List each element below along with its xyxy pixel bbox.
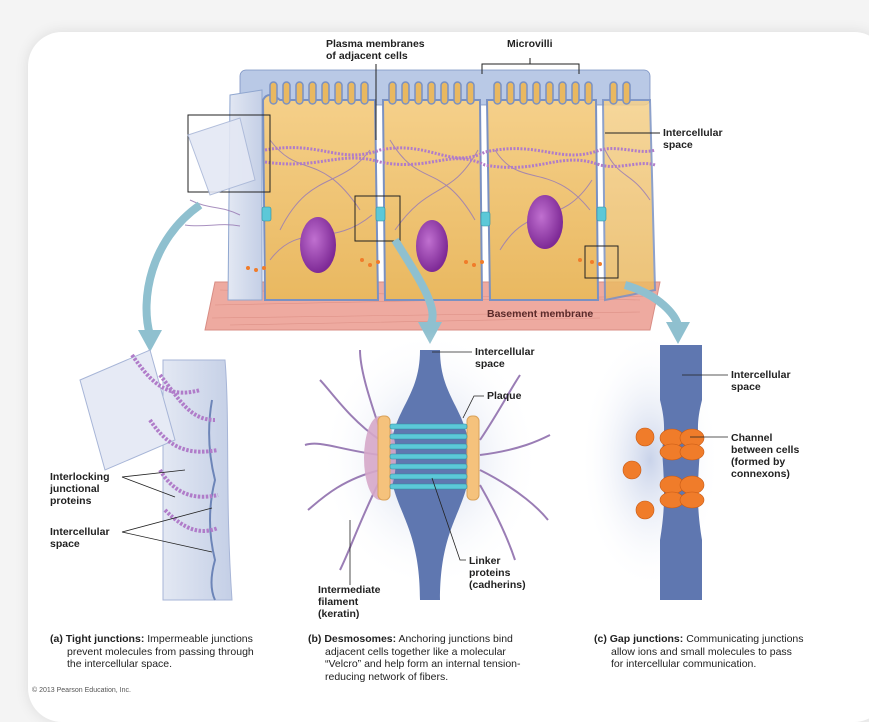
plaque-left [377, 415, 391, 501]
caption-c-line: for intercellular communication. [611, 658, 757, 670]
copyright: © 2013 Pearson Education, Inc. [32, 687, 131, 694]
label-channel: Channel between cells (formed by connexo… [731, 432, 800, 480]
label-microvilli: Microvilli [507, 38, 553, 50]
caption-b-line: Anchoring junctions bind [398, 633, 513, 645]
caption-a-letter: (a) [50, 633, 63, 645]
caption-c: (c) Gap junctions: Communicating junctio… [594, 633, 864, 671]
caption-c-line: allow ions and small molecules to pass [611, 645, 792, 658]
desmosome-detail [304, 330, 551, 600]
caption-c-letter: (c) [594, 633, 607, 645]
caption-b: (b) Desmosomes: Anchoring junctions bind… [308, 633, 568, 683]
top-leader-lines [375, 58, 660, 140]
desmosome-box [354, 195, 401, 242]
arrow-head-c [666, 322, 690, 344]
caption-a-line: Impermeable junctions [147, 633, 253, 645]
caption-a: (a) Tight junctions: Impermeable junctio… [50, 633, 300, 671]
caption-a-line: prevent molecules from passing through [67, 645, 254, 658]
tight-junction-detail [79, 349, 233, 601]
panel-c-leader-lines [682, 374, 728, 438]
caption-c-title: Gap junctions: [609, 633, 684, 645]
caption-b-title: Desmosomes: [324, 633, 397, 645]
label-intercellular-space-a: Intercellular space [50, 526, 110, 550]
panel-b-leader-lines [349, 351, 484, 585]
caption-b-letter: (b) [308, 633, 322, 645]
nucleus [527, 195, 563, 249]
label-plasma-membranes: Plasma membranes of adjacent cells [326, 38, 425, 62]
caption-a-title: Tight junctions: [65, 633, 145, 645]
cell-junctions-illustration [79, 58, 728, 601]
panel-a-leader-lines [121, 469, 213, 553]
nucleus [300, 217, 336, 273]
nucleus [416, 220, 448, 272]
epithelium-illustration [184, 69, 661, 331]
gap-junction-box [584, 245, 619, 279]
label-intermediate-filament: Intermediate filament (keratin) [318, 584, 381, 620]
cell-4 [601, 99, 657, 302]
caption-c-line: Communicating junctions [686, 633, 804, 645]
label-intercellular-space-b: Intercellular space [475, 346, 535, 370]
caption-b-line: “Velcro” and help form an internal tensi… [325, 658, 521, 670]
plaque-right [466, 415, 480, 501]
gap-junction-detail [580, 330, 720, 600]
tight-junction-box [187, 114, 271, 193]
label-linker-proteins: Linker proteins (cadherins) [469, 555, 526, 591]
label-intercellular-space-c: Intercellular space [731, 369, 791, 393]
caption-b-line: reducing network of fibers. [325, 670, 449, 683]
caption-b-line: adjacent cells together like a molecular [325, 645, 506, 658]
label-interlocking-proteins: Interlocking junctional proteins [50, 471, 110, 507]
callout-arrows [142, 201, 682, 337]
label-intercellular-space-top: Intercellular space [663, 127, 723, 151]
caption-a-line: the intercellular space. [67, 658, 173, 670]
arrow-head-a [138, 330, 162, 352]
label-basement-membrane: Basement membrane [487, 308, 594, 320]
label-plaque: Plaque [487, 390, 522, 402]
